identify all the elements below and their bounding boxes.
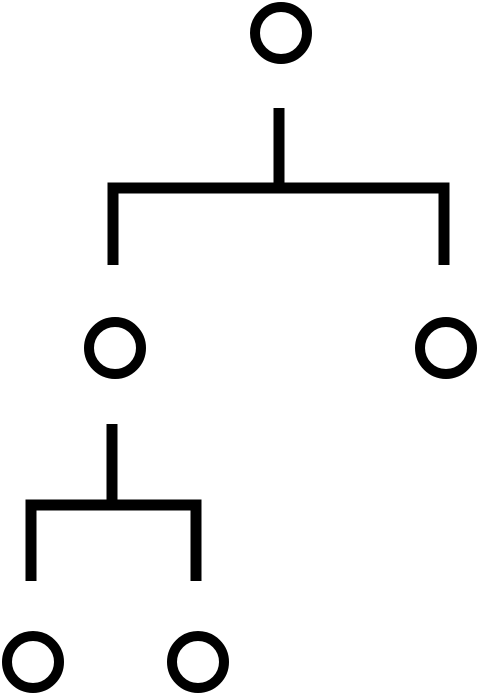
tree-node-root — [250, 2, 312, 64]
tree-node-left-left-grandchild — [2, 631, 64, 693]
connector-root-to-children — [107, 108, 450, 265]
tree-node-left-child — [84, 317, 146, 379]
tree-node-right-child — [415, 317, 477, 379]
tree-node-left-right-grandchild — [167, 631, 229, 693]
connector-left-child-to-children — [25, 424, 202, 581]
